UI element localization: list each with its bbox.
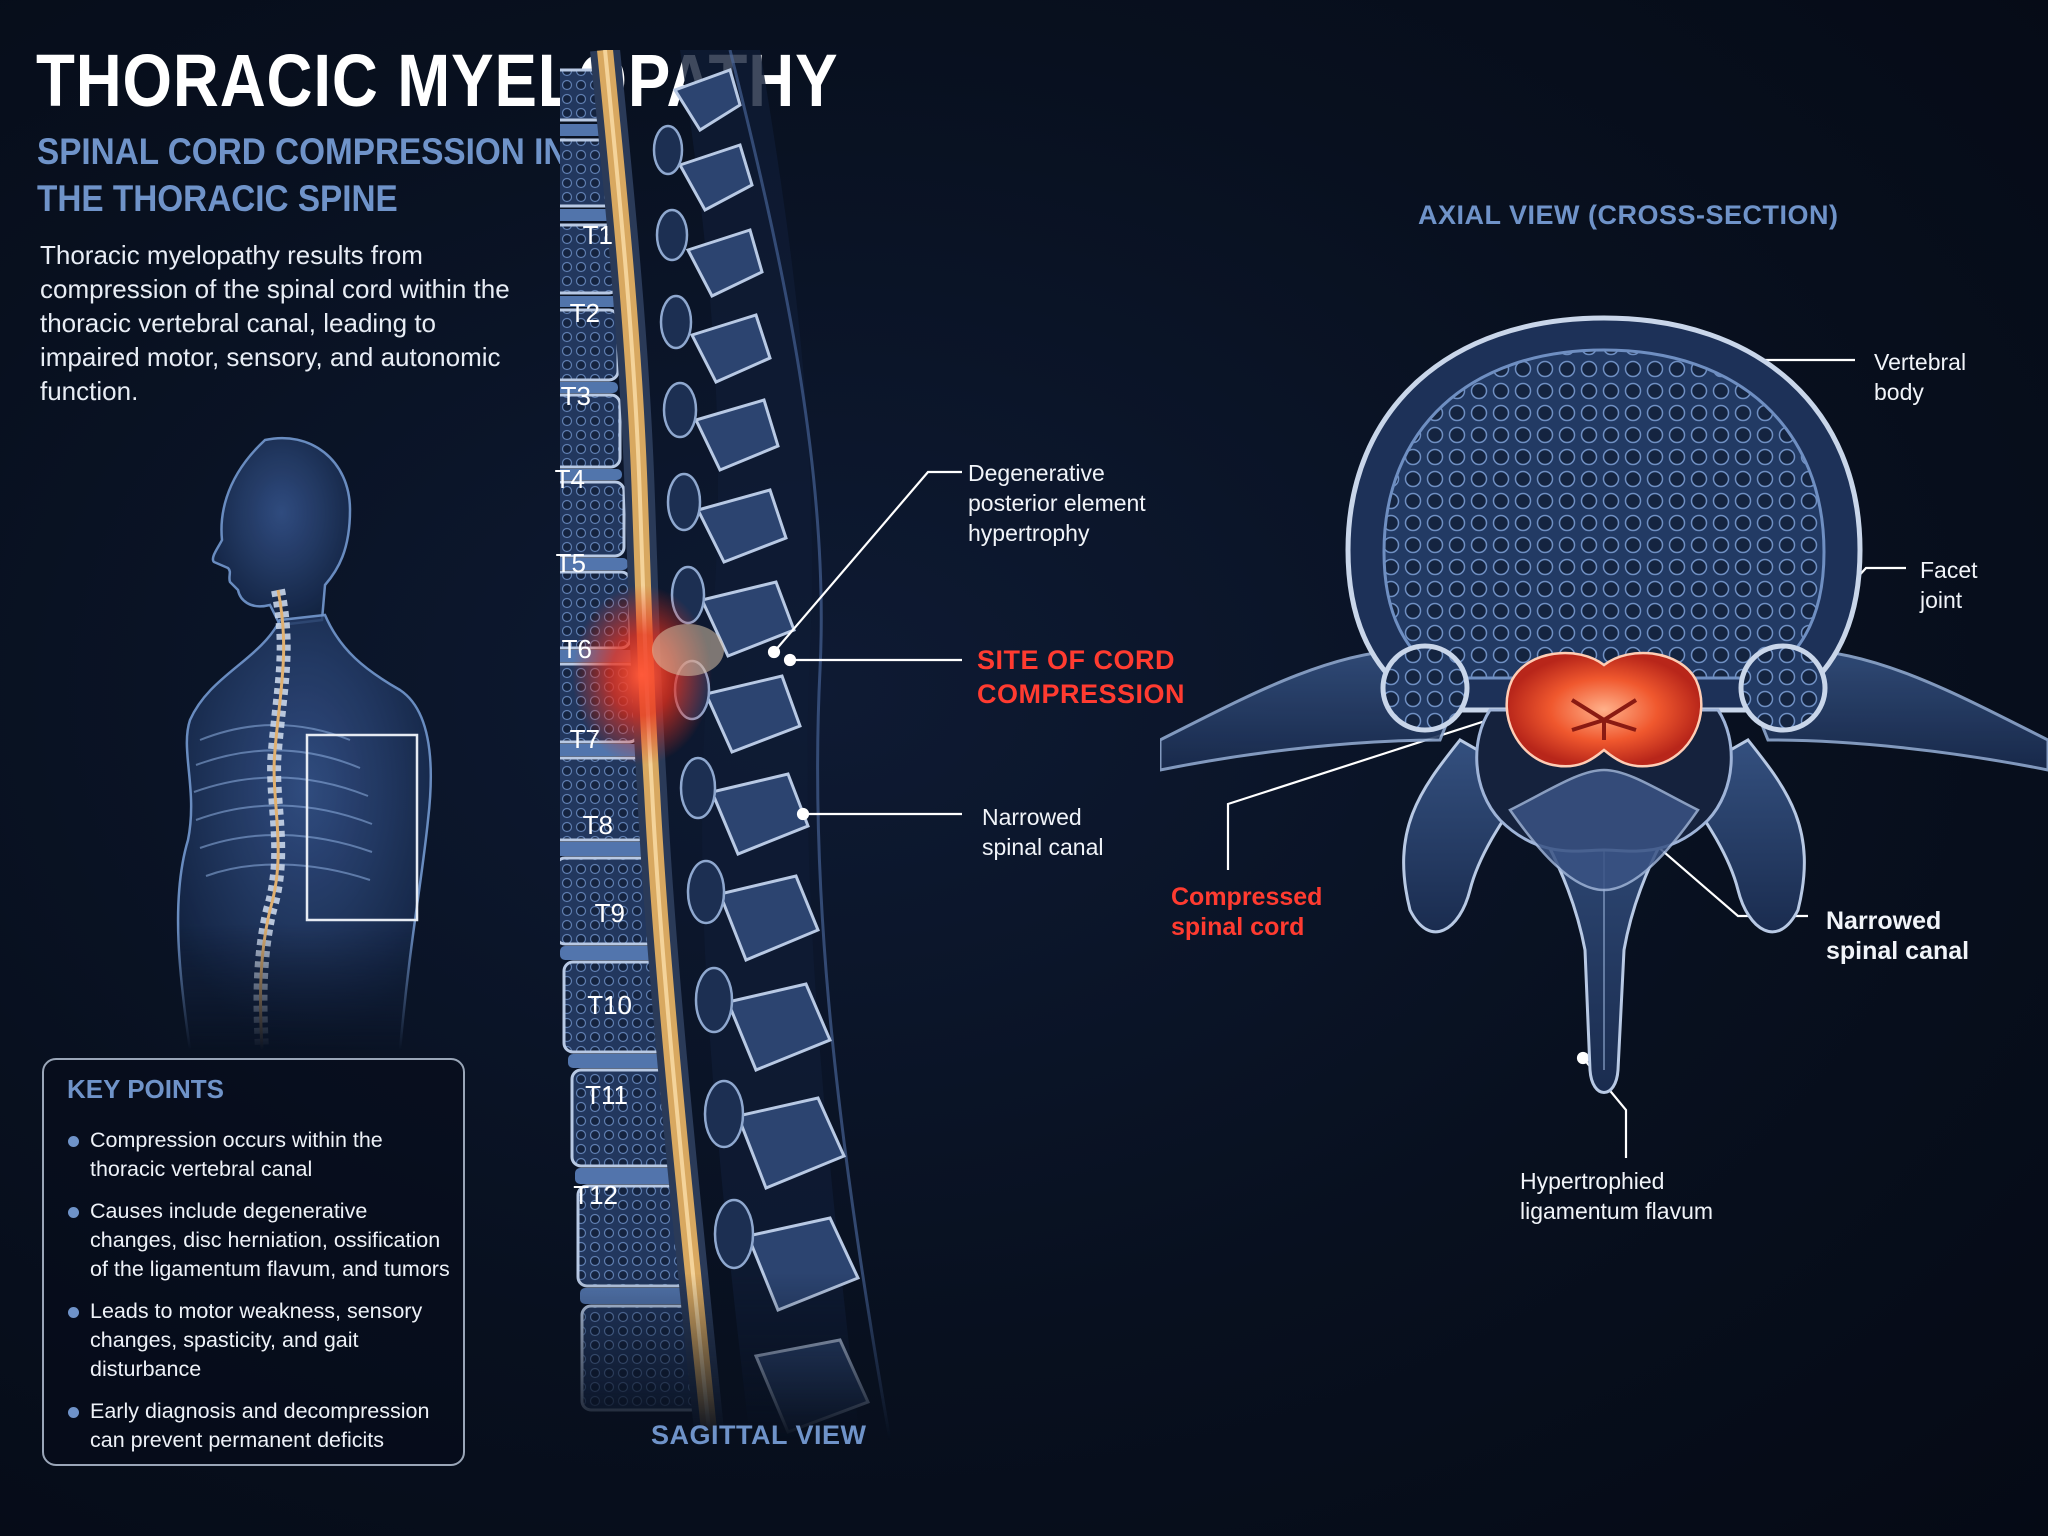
sagittal-spine-illustration (560, 50, 892, 1440)
key-point-text: Causes include degenerative changes, dis… (90, 1199, 450, 1281)
vertebra-label-t7: T7 (569, 724, 600, 754)
human-silhouette-illustration (176, 436, 433, 1050)
callout-ligamentum-flavum: Hypertrophied ligamentum flavum (1520, 1168, 1714, 1224)
callout-narrowed-canal-sagittal: Narrowed spinal canal (982, 804, 1104, 860)
vertebra-label-t6: T6 (561, 634, 592, 664)
compressed-cord-shape (1505, 651, 1703, 768)
thoracic-region-highlight-box (305, 733, 419, 922)
vertebra-label-t12: T12 (573, 1180, 618, 1210)
callout-vertebral-body: Vertebral body (1874, 349, 1967, 405)
callout-degenerative-hypertrophy: Degenerative posterior element hypertrop… (968, 460, 1146, 546)
vertebra-label-t5: T5 (555, 548, 586, 578)
page-subtitle: SPINAL CORD COMPRESSION IN THE THORACIC … (37, 131, 568, 219)
key-point-text: Early diagnosis and decompression can pr… (90, 1399, 430, 1452)
bullet-icon (68, 1407, 79, 1418)
bullet-icon (68, 1136, 79, 1147)
key-points-box: KEY POINTS Compression occurs within the… (42, 1058, 465, 1466)
bullet-icon (68, 1207, 79, 1218)
vertebra-label-t3: T3 (560, 381, 591, 411)
key-point-item: Causes include degenerative changes, dis… (64, 1197, 454, 1284)
bullet-icon (68, 1307, 79, 1318)
callout-site-of-compression: SITE OF CORD COMPRESSION (977, 645, 1186, 709)
key-point-item: Compression occurs within the thoracic v… (64, 1126, 454, 1184)
key-point-item: Leads to motor weakness, sensory changes… (64, 1297, 454, 1384)
vertebra-label-t10: T10 (587, 990, 632, 1020)
key-points-list: Compression occurs within the thoracic v… (64, 1126, 454, 1468)
intro-text: Thoracic myelopathy results from compres… (40, 240, 510, 406)
callout-compressed-spinal-cord: Compressed spinal cord (1171, 883, 1323, 941)
vertebra-label-t2: T2 (569, 298, 600, 328)
callout-narrowed-canal-axial: Narrowed spinal canal (1826, 907, 1970, 965)
vertebra-label-t11: T11 (585, 1080, 628, 1110)
axial-vertebra-illustration (1160, 315, 2048, 1094)
vertebra-label-t8: T8 (582, 810, 613, 840)
key-point-item: Early diagnosis and decompression can pr… (64, 1397, 454, 1455)
vertebra-label-t4: T4 (554, 464, 585, 494)
sagittal-view-label: SAGITTAL VIEW (651, 1420, 867, 1450)
key-point-text: Leads to motor weakness, sensory changes… (90, 1299, 423, 1381)
vertebra-label-t9: T9 (594, 898, 625, 928)
key-point-text: Compression occurs within the thoracic v… (90, 1128, 383, 1181)
callout-facet-joint: Facet joint (1920, 557, 1978, 613)
vertebra-label-t1: T1 (582, 220, 613, 250)
axial-view-label: AXIAL VIEW (CROSS-SECTION) (1418, 200, 1839, 230)
key-points-title: KEY POINTS (67, 1074, 225, 1104)
